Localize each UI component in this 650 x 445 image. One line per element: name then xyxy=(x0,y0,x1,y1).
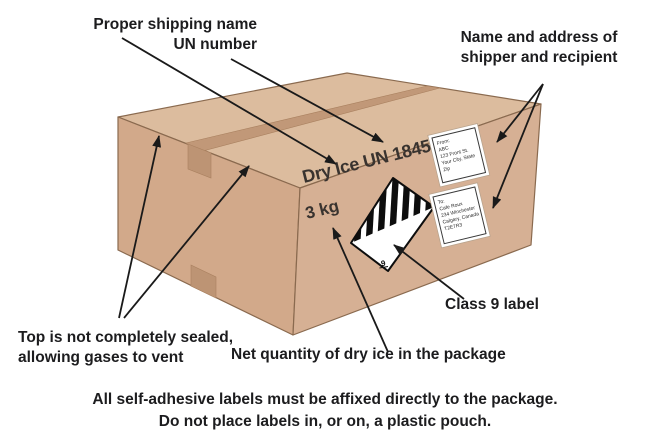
callout-class-9-label: Class 9 label xyxy=(445,296,539,313)
footer-note-line1: All self-adhesive labels must be affixed… xyxy=(92,391,558,408)
callout-net-quantity-label: Net quantity of dry ice in the package xyxy=(231,346,506,363)
tape-fold-bottom xyxy=(190,264,217,299)
callout-proper-shipping-line2: UN number xyxy=(173,36,257,53)
from-address-label: From: ABC 123 Front St. Your City, State… xyxy=(427,123,491,188)
from-line: From: xyxy=(436,138,450,147)
arrow-un-number xyxy=(230,58,384,143)
tape-fold-top xyxy=(187,143,212,179)
arrow-recipient-label xyxy=(492,83,544,209)
arrow-proper-shipping-name xyxy=(121,37,337,165)
arrow-vent-left xyxy=(118,135,162,319)
callout-name-address-line2: shipper and recipient xyxy=(460,49,618,66)
to-address-label: To: Cafe Roux 234 Winchester Calgary, Ca… xyxy=(428,182,491,249)
arrow-class-9-label xyxy=(393,244,465,300)
callout-arrows xyxy=(118,37,544,353)
callout-proper-shipping: Proper shipping name UN number xyxy=(57,15,257,55)
callout-class-9: Class 9 label xyxy=(445,295,539,315)
from-line: Zip xyxy=(443,166,451,174)
to-line: To: xyxy=(437,199,445,206)
from-line: ABC xyxy=(438,145,450,153)
arrow-net-quantity xyxy=(332,227,389,353)
callout-net-quantity: Net quantity of dry ice in the package xyxy=(231,345,506,365)
callout-name-address-line1: Name and address of xyxy=(460,29,618,46)
callout-name-address: Name and address of shipper and recipien… xyxy=(455,28,623,68)
arrow-shipper-label xyxy=(496,83,544,143)
callout-vent: Top is not completely sealed, allowing g… xyxy=(18,328,233,368)
footer-note: All self-adhesive labels must be affixed… xyxy=(0,389,650,432)
class-9-digit: 9 xyxy=(380,258,387,268)
footer-note-line2: Do not place labels in, or on, a plastic… xyxy=(158,412,492,430)
callout-proper-shipping-line1: Proper shipping name xyxy=(93,16,257,33)
callout-vent-line2: allowing gases to vent xyxy=(18,349,184,366)
to-line: Cafe Roux xyxy=(439,201,464,212)
to-line: T2E7R3 xyxy=(444,222,463,232)
class-9-digit-underline xyxy=(379,266,389,269)
arrow-vent-right xyxy=(123,165,250,319)
callout-vent-line1: Top is not completely sealed, xyxy=(18,329,234,346)
